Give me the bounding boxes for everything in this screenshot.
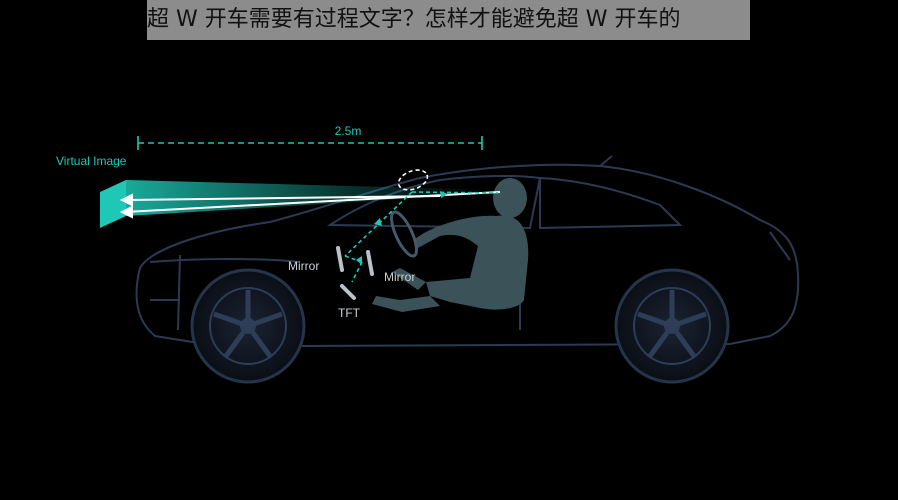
optical-arrows [356, 191, 448, 265]
steering-wheel [390, 210, 418, 258]
distance-label: 2.5m [335, 124, 362, 138]
distance-dimension [137, 136, 483, 150]
mirror-right-label: Mirror [384, 270, 415, 284]
front-wheel [190, 268, 306, 384]
rear-wheel [614, 268, 730, 384]
windshield-reflection-zone [397, 169, 429, 191]
light-rays [119, 191, 501, 219]
driver-silhouette [372, 178, 529, 312]
tft-label: TFT [338, 306, 361, 320]
mirror-elements [336, 246, 374, 300]
mirror-left-label: Mirror [288, 259, 319, 273]
virtual-image-panel [100, 180, 500, 228]
virtual-image-label: Virtual Image [56, 154, 127, 168]
caption-banner: 超 W 开车需要有过程文字？怎样才能避免超 W 开车的 [147, 0, 750, 40]
